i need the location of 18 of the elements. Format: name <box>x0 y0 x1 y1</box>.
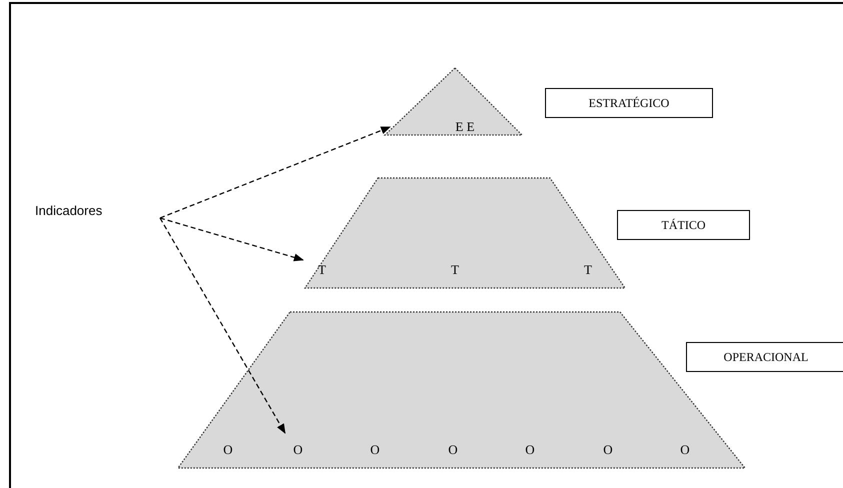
indicator-label: Indicadores <box>35 203 102 218</box>
level-letter: T <box>318 263 326 277</box>
level-name-box: ESTRATÉGICO <box>545 88 713 118</box>
level-name-box: TÁTICO <box>617 210 750 240</box>
arrow <box>160 126 391 219</box>
level-letter: O <box>370 443 380 457</box>
level-letter: T <box>451 263 459 277</box>
level-letter: E E <box>455 120 475 134</box>
level-letter: O <box>223 443 233 457</box>
arrow <box>159 218 286 434</box>
level-letter: T <box>584 263 592 277</box>
level-letter: O <box>680 443 690 457</box>
arrow <box>160 217 304 262</box>
level-letter: O <box>525 443 535 457</box>
level-name-box: OPERACIONAL <box>686 342 843 372</box>
level-letter: O <box>603 443 613 457</box>
level-letter: O <box>448 443 458 457</box>
level-letter: O <box>293 443 303 457</box>
